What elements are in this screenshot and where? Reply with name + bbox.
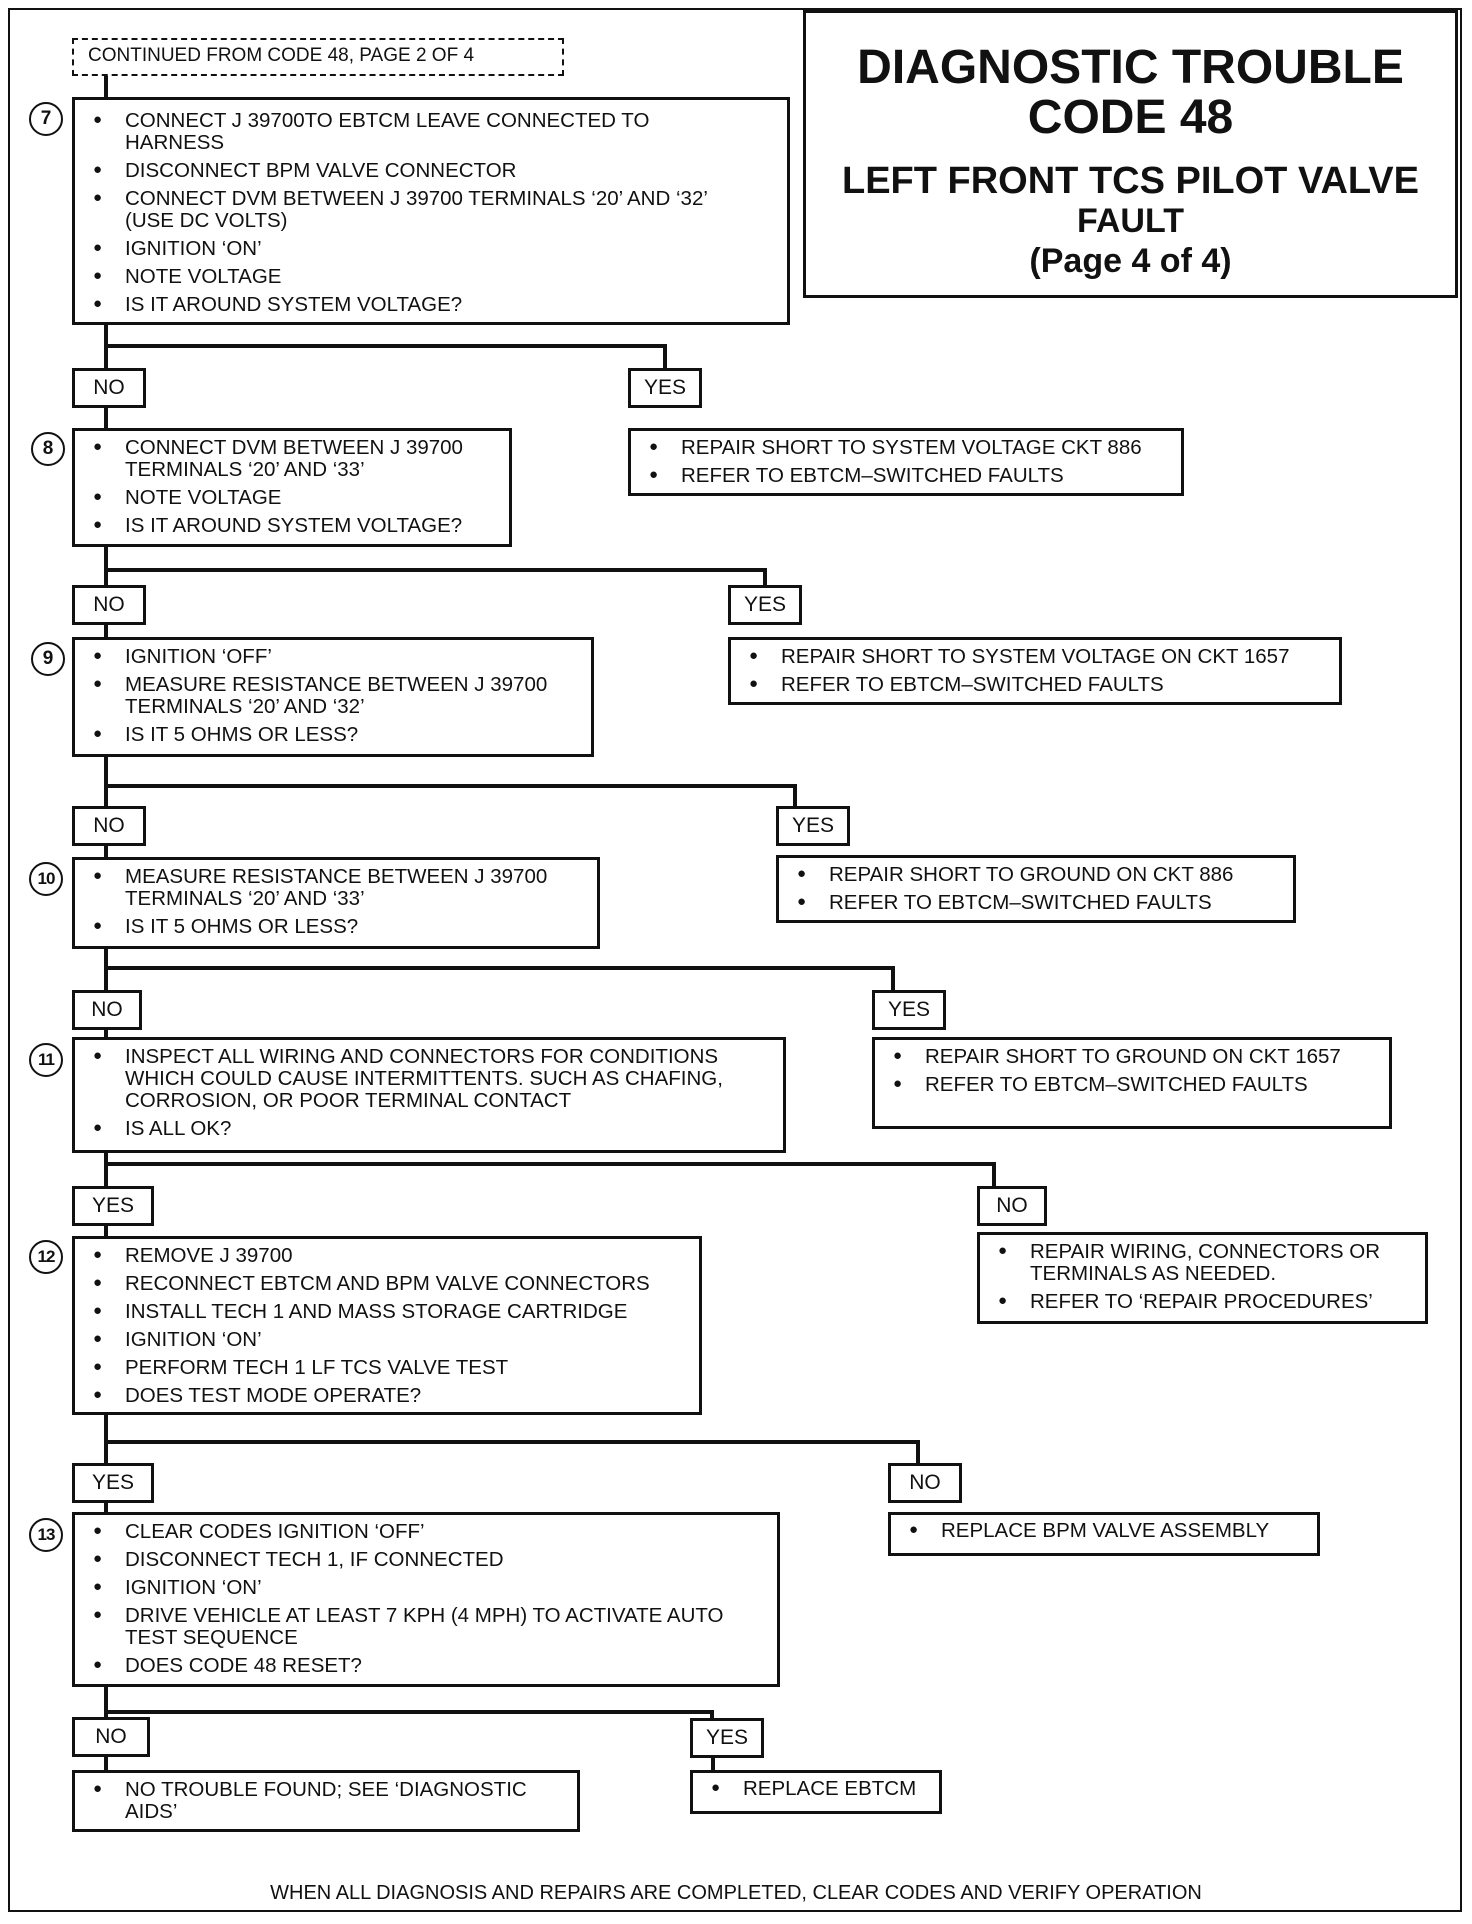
step-8-yes-label: YES bbox=[728, 585, 802, 625]
step-13-box: CLEAR CODES IGNITION ‘OFF’ DISCONNECT TE… bbox=[72, 1512, 780, 1687]
step-8-no-label: NO bbox=[72, 585, 146, 625]
step-number-7: 7 bbox=[29, 102, 63, 136]
step-13-no-outcome: NO TROUBLE FOUND; SEE ‘DIAGNOSTIC AIDS’ bbox=[72, 1770, 580, 1832]
step-12-no-label: NO bbox=[888, 1463, 962, 1503]
step-number-9: 9 bbox=[31, 642, 65, 676]
step-7-yes-label: YES bbox=[628, 368, 702, 408]
title-line-2: CODE 48 bbox=[1027, 91, 1234, 144]
outcome-item: REPAIR WIRING, CONNECTORS OR TERMINALS A… bbox=[998, 1240, 1411, 1285]
step-11-yes-label: YES bbox=[72, 1186, 154, 1226]
step-11-item: IS ALL OK? bbox=[93, 1117, 769, 1140]
step-number-10: 10 bbox=[29, 862, 63, 896]
step-8-item: IS IT AROUND SYSTEM VOLTAGE? bbox=[93, 514, 495, 537]
step-7-item: IS IT AROUND SYSTEM VOLTAGE? bbox=[93, 293, 773, 316]
footer-note: WHEN ALL DIAGNOSIS AND REPAIRS ARE COMPL… bbox=[270, 1882, 1202, 1904]
step-12-item: PERFORM TECH 1 LF TCS VALVE TEST bbox=[93, 1356, 685, 1379]
step-9-item: IGNITION ‘OFF’ bbox=[93, 645, 577, 668]
step-13-yes-outcome: REPLACE EBTCM bbox=[690, 1770, 942, 1814]
step-11-box: INSPECT ALL WIRING AND CONNECTORS FOR CO… bbox=[72, 1037, 786, 1153]
outcome-item: REFER TO EBTCM–SWITCHED FAULTS bbox=[797, 891, 1279, 914]
step-10-box: MEASURE RESISTANCE BETWEEN J 39700 TERMI… bbox=[72, 857, 600, 949]
outcome-item: REPAIR SHORT TO GROUND ON CKT 886 bbox=[797, 863, 1279, 886]
step-7-no-label: NO bbox=[72, 368, 146, 408]
step-number-11: 11 bbox=[29, 1043, 63, 1077]
step-7-item: CONNECT DVM BETWEEN J 39700 TERMINALS ‘2… bbox=[93, 187, 773, 232]
step-12-item: REMOVE J 39700 bbox=[93, 1244, 685, 1267]
step-10-item: MEASURE RESISTANCE BETWEEN J 39700 TERMI… bbox=[93, 865, 583, 910]
step-7-item: DISCONNECT BPM VALVE CONNECTOR bbox=[93, 159, 773, 182]
step-10-yes-outcome: REPAIR SHORT TO GROUND ON CKT 1657 REFER… bbox=[872, 1037, 1392, 1129]
subtitle-line-1: LEFT FRONT TCS PILOT VALVE bbox=[841, 160, 1419, 202]
step-13-item: DRIVE VEHICLE AT LEAST 7 KPH (4 MPH) TO … bbox=[93, 1604, 763, 1649]
step-10-item: IS IT 5 OHMS OR LESS? bbox=[93, 915, 583, 938]
page-frame bbox=[8, 8, 1462, 1912]
step-13-no-label: NO bbox=[72, 1717, 150, 1757]
step-9-yes-label: YES bbox=[776, 806, 850, 846]
page-indicator: (Page 4 of 4) bbox=[1029, 242, 1232, 280]
outcome-item: REFER TO EBTCM–SWITCHED FAULTS bbox=[649, 464, 1167, 487]
outcome-item: REFER TO EBTCM–SWITCHED FAULTS bbox=[893, 1073, 1375, 1096]
step-10-yes-label: YES bbox=[872, 990, 946, 1030]
step-9-item: MEASURE RESISTANCE BETWEEN J 39700 TERMI… bbox=[93, 673, 577, 718]
step-12-box: REMOVE J 39700 RECONNECT EBTCM AND BPM V… bbox=[72, 1236, 702, 1415]
step-number-13: 13 bbox=[29, 1518, 63, 1552]
step-8-item: CONNECT DVM BETWEEN J 39700 TERMINALS ‘2… bbox=[93, 436, 495, 481]
outcome-item: REPAIR SHORT TO SYSTEM VOLTAGE CKT 886 bbox=[649, 436, 1167, 459]
step-13-yes-label: YES bbox=[690, 1718, 764, 1758]
step-9-box: IGNITION ‘OFF’ MEASURE RESISTANCE BETWEE… bbox=[72, 637, 594, 757]
step-7-box: CONNECT J 39700TO EBTCM LEAVE CONNECTED … bbox=[72, 97, 790, 325]
step-7-item: IGNITION ‘ON’ bbox=[93, 237, 773, 260]
step-12-item: DOES TEST MODE OPERATE? bbox=[93, 1384, 685, 1407]
step-12-item: IGNITION ‘ON’ bbox=[93, 1328, 685, 1351]
step-7-item: NOTE VOLTAGE bbox=[93, 265, 773, 288]
step-10-no-label: NO bbox=[72, 990, 142, 1030]
step-8-box: CONNECT DVM BETWEEN J 39700 TERMINALS ‘2… bbox=[72, 428, 512, 547]
step-13-item: IGNITION ‘ON’ bbox=[93, 1576, 763, 1599]
outcome-item: REPAIR SHORT TO SYSTEM VOLTAGE ON CKT 16… bbox=[749, 645, 1325, 668]
title-line-1: DIAGNOSTIC TROUBLE bbox=[857, 41, 1404, 94]
step-7-yes-outcome: REPAIR SHORT TO SYSTEM VOLTAGE CKT 886 R… bbox=[628, 428, 1184, 496]
outcome-item: REPLACE EBTCM bbox=[711, 1777, 925, 1800]
step-12-yes-label: YES bbox=[72, 1463, 154, 1503]
step-number-8: 8 bbox=[31, 432, 65, 466]
step-8-yes-outcome: REPAIR SHORT TO SYSTEM VOLTAGE ON CKT 16… bbox=[728, 637, 1342, 705]
outcome-item: REPAIR SHORT TO GROUND ON CKT 1657 bbox=[893, 1045, 1375, 1068]
step-11-item: INSPECT ALL WIRING AND CONNECTORS FOR CO… bbox=[93, 1045, 769, 1112]
step-11-no-label: NO bbox=[977, 1186, 1047, 1226]
step-7-item: CONNECT J 39700TO EBTCM LEAVE CONNECTED … bbox=[93, 109, 773, 154]
step-9-yes-outcome: REPAIR SHORT TO GROUND ON CKT 886 REFER … bbox=[776, 855, 1296, 923]
outcome-item: NO TROUBLE FOUND; SEE ‘DIAGNOSTIC AIDS’ bbox=[93, 1778, 563, 1823]
step-9-item: IS IT 5 OHMS OR LESS? bbox=[93, 723, 577, 746]
outcome-item: REFER TO ‘REPAIR PROCEDURES’ bbox=[998, 1290, 1411, 1313]
step-13-item: CLEAR CODES IGNITION ‘OFF’ bbox=[93, 1520, 763, 1543]
step-number-12: 12 bbox=[29, 1240, 63, 1274]
step-9-no-label: NO bbox=[72, 806, 146, 846]
step-13-item: DOES CODE 48 RESET? bbox=[93, 1654, 763, 1677]
step-12-item: INSTALL TECH 1 AND MASS STORAGE CARTRIDG… bbox=[93, 1300, 685, 1323]
outcome-item: REPLACE BPM VALVE ASSEMBLY bbox=[909, 1519, 1303, 1542]
step-13-item: DISCONNECT TECH 1, IF CONNECTED bbox=[93, 1548, 763, 1571]
outcome-item: REFER TO EBTCM–SWITCHED FAULTS bbox=[749, 673, 1325, 696]
title-box: DIAGNOSTIC TROUBLE CODE 48 LEFT FRONT TC… bbox=[803, 10, 1458, 298]
step-12-no-outcome: REPLACE BPM VALVE ASSEMBLY bbox=[888, 1512, 1320, 1556]
step-8-item: NOTE VOLTAGE bbox=[93, 486, 495, 509]
subtitle-line-2: FAULT bbox=[1076, 202, 1184, 240]
step-11-no-outcome: REPAIR WIRING, CONNECTORS OR TERMINALS A… bbox=[977, 1232, 1428, 1324]
step-12-item: RECONNECT EBTCM AND BPM VALVE CONNECTORS bbox=[93, 1272, 685, 1295]
continued-from-label: CONTINUED FROM CODE 48, PAGE 2 OF 4 bbox=[72, 38, 564, 76]
